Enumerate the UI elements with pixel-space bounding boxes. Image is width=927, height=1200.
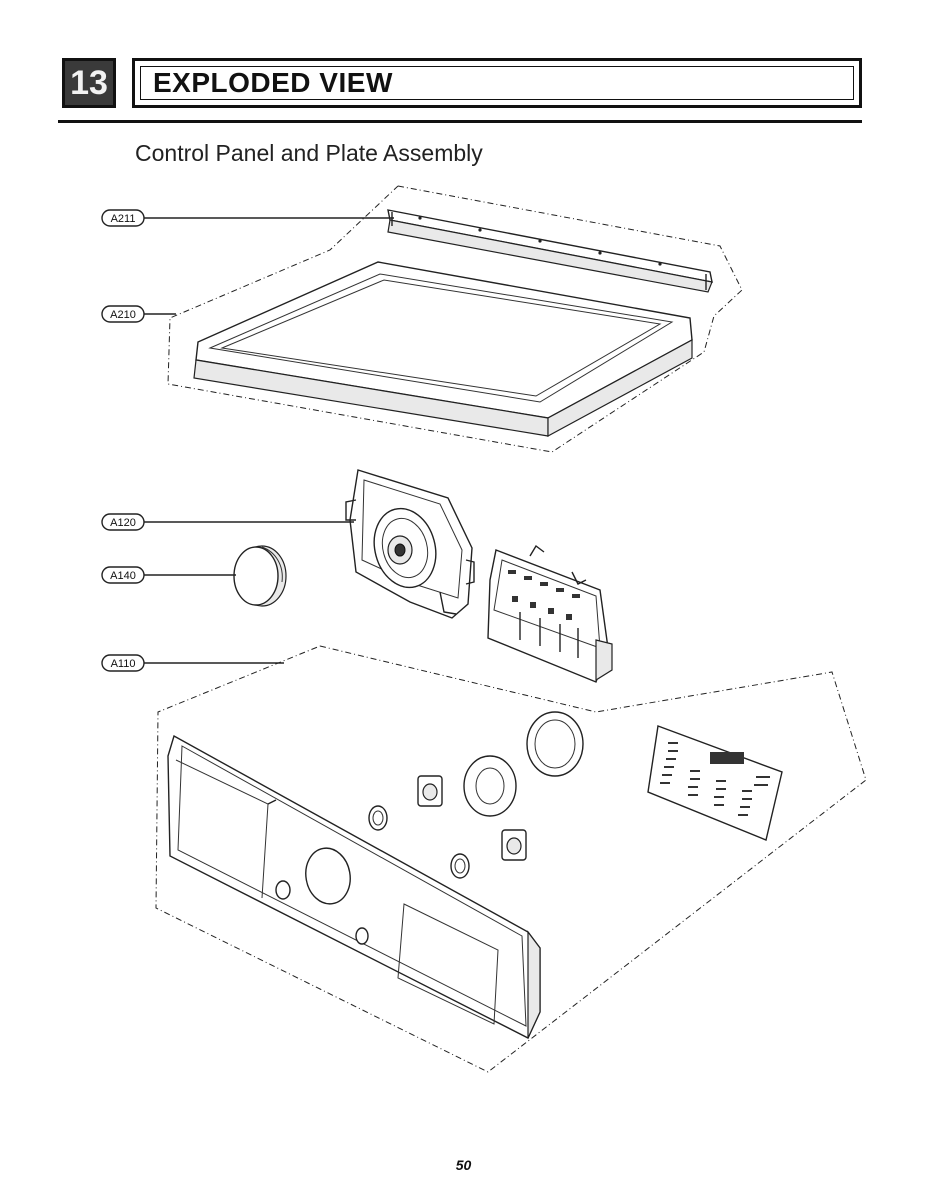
display-decal xyxy=(647,725,783,841)
section-title: EXPLODED VIEW xyxy=(153,67,393,98)
header-rule xyxy=(58,120,862,123)
top-plate-a210 xyxy=(193,261,693,438)
top-assembly-envelope xyxy=(167,185,743,453)
callout-a140: A140 xyxy=(101,566,236,584)
callout-a140-label: A140 xyxy=(110,570,136,582)
page-number: 50 xyxy=(455,1157,472,1173)
control-panel-a110 xyxy=(167,734,541,1039)
callout-a211: A211 xyxy=(101,209,394,227)
section-number-badge: 13 xyxy=(62,58,116,108)
callout-a210: A210 xyxy=(101,305,176,323)
knob-a140 xyxy=(233,545,287,607)
callout-a120: A120 xyxy=(101,513,354,531)
dial-bracket-a120 xyxy=(345,469,475,619)
diagram-subtitle: Control Panel and Plate Assembly xyxy=(135,140,483,166)
callout-a110: A110 xyxy=(101,654,284,672)
panel-rings xyxy=(368,711,584,879)
section-title-box: EXPLODED VIEW xyxy=(132,58,862,108)
callout-a210-label: A210 xyxy=(110,309,136,321)
control-pcb xyxy=(487,544,613,683)
callout-a120-label: A120 xyxy=(110,517,136,529)
exploded-view-diagram: .ln { fill: none; stroke: #222; stroke-w… xyxy=(101,185,867,1073)
callout-a110-label: A110 xyxy=(111,658,136,670)
panel-assembly-envelope xyxy=(155,645,867,1073)
section-header: 13 EXPLODED VIEW xyxy=(58,58,862,124)
callout-a211-label: A211 xyxy=(111,213,136,225)
bracket-a211 xyxy=(387,209,713,293)
